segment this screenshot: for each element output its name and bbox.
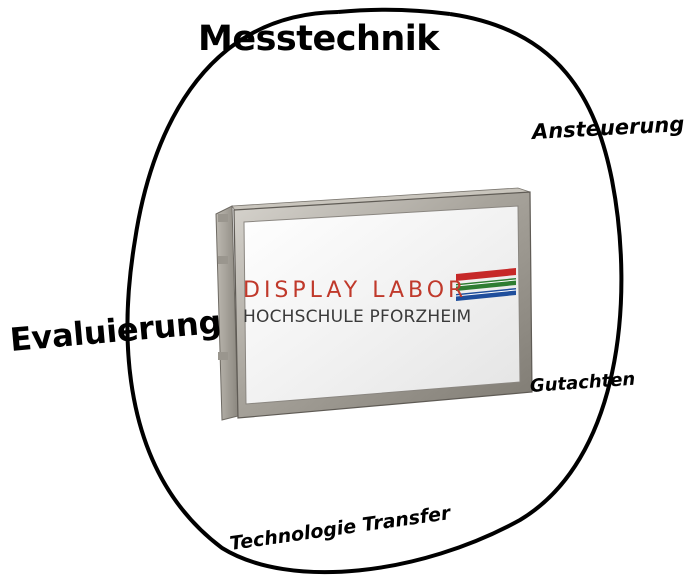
cycle-ring xyxy=(125,10,624,575)
logo-stripes xyxy=(455,268,517,301)
cycle-ring-top xyxy=(337,7,451,16)
logo-text-hochschule: HOCHSCHULE PFORZHEIM xyxy=(243,307,472,327)
logo-text-display-labor: DISPLAY LABOR xyxy=(243,278,468,303)
diagram-title: Messtechnik xyxy=(198,19,440,59)
display-module xyxy=(215,187,533,421)
